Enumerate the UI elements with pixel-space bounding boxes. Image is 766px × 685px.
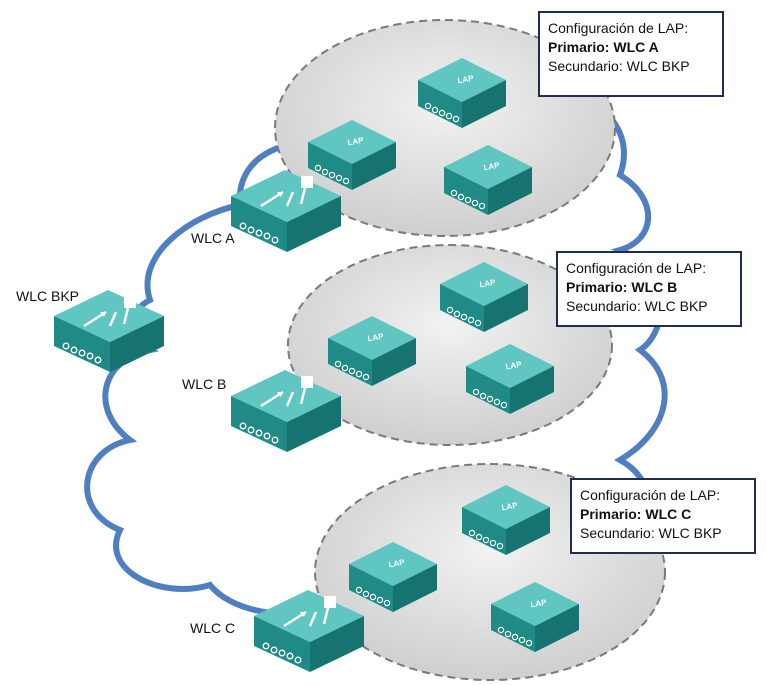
config-title: Configuración de LAP:	[548, 20, 689, 36]
config-title: Configuración de LAP:	[566, 260, 707, 276]
wlc-b-label: WLC B	[182, 376, 227, 392]
config-box-c: Configuración de LAP: Primario: WLC C Se…	[570, 478, 756, 554]
config-box-b: Configuración de LAP: Primario: WLC B Se…	[556, 251, 742, 327]
config-secondary: Secundario: WLC BKP	[566, 298, 708, 314]
config-primary: Primario: WLC C	[580, 506, 692, 522]
wlc-a-label: WLC A	[191, 230, 235, 246]
config-primary: Primario: WLC A	[548, 39, 659, 55]
config-secondary: Secundario: WLC BKP	[548, 58, 690, 74]
wlc-bkp-label: WLC BKP	[16, 288, 80, 304]
config-secondary: Secundario: WLC BKP	[580, 525, 722, 541]
config-title: Configuración de LAP:	[580, 487, 721, 503]
wlc-c-label: WLC C	[190, 620, 236, 636]
config-box-a: Configuración de LAP: Primario: WLC A Se…	[538, 11, 724, 97]
config-primary: Primario: WLC B	[566, 279, 678, 295]
